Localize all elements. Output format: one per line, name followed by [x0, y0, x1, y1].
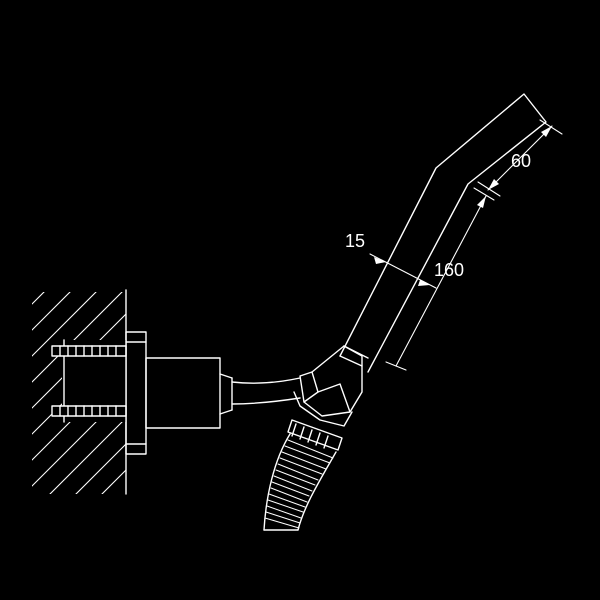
mounting-flange [125, 331, 147, 455]
handset [339, 93, 547, 373]
dimension-head-width [477, 119, 563, 197]
handset-neck-line [343, 345, 369, 359]
swivel-joint [219, 373, 301, 415]
wall-section [32, 289, 127, 495]
flexible-hose [263, 433, 337, 531]
wall-hatching [32, 292, 126, 494]
wall-anchor-bottom [51, 405, 127, 417]
dimension-handle-length [385, 187, 495, 371]
handset-holder [293, 345, 363, 427]
hose-collar [287, 419, 343, 451]
wall-anchor-top [51, 345, 127, 357]
handset-lower-edge [339, 355, 363, 367]
dimension-label-handle-length: 160 [434, 260, 464, 280]
dimension-label-handle-width: 15 [345, 231, 365, 251]
bracket-body [145, 357, 221, 429]
dimension-handle-width [369, 253, 437, 289]
handset-outline [339, 93, 547, 373]
dimension-label-head-width: 60 [511, 151, 531, 171]
